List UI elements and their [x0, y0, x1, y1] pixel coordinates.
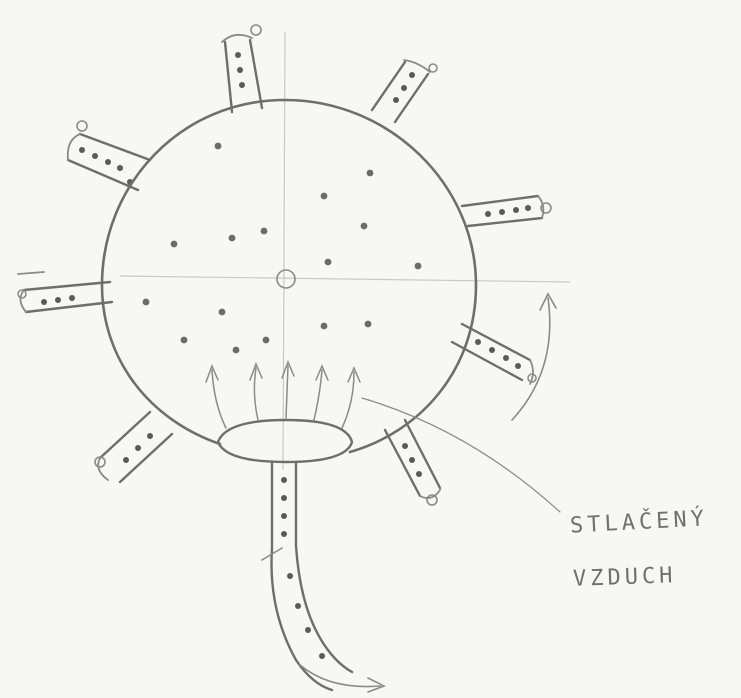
tube-top-right [372, 60, 437, 122]
outer-airflow-arrow [512, 294, 556, 420]
sphere-holes [143, 143, 422, 354]
label-leader-line [362, 398, 560, 512]
tube-left [18, 272, 112, 312]
tube-bottom-left [95, 412, 172, 482]
center-hub [277, 270, 295, 288]
horizontal-guide-line [120, 276, 570, 282]
vertical-guide-line [283, 32, 285, 470]
construction-guides [120, 32, 570, 470]
tube-upper-left [68, 121, 150, 190]
tube-right-lower [452, 324, 536, 384]
label-compressed-air-line2: VZDUCH [573, 563, 677, 592]
air-inlet-cup [218, 420, 352, 462]
tube-top [222, 25, 262, 112]
tube-right-upper [462, 196, 551, 226]
tube-inlet-bottom [262, 462, 352, 690]
